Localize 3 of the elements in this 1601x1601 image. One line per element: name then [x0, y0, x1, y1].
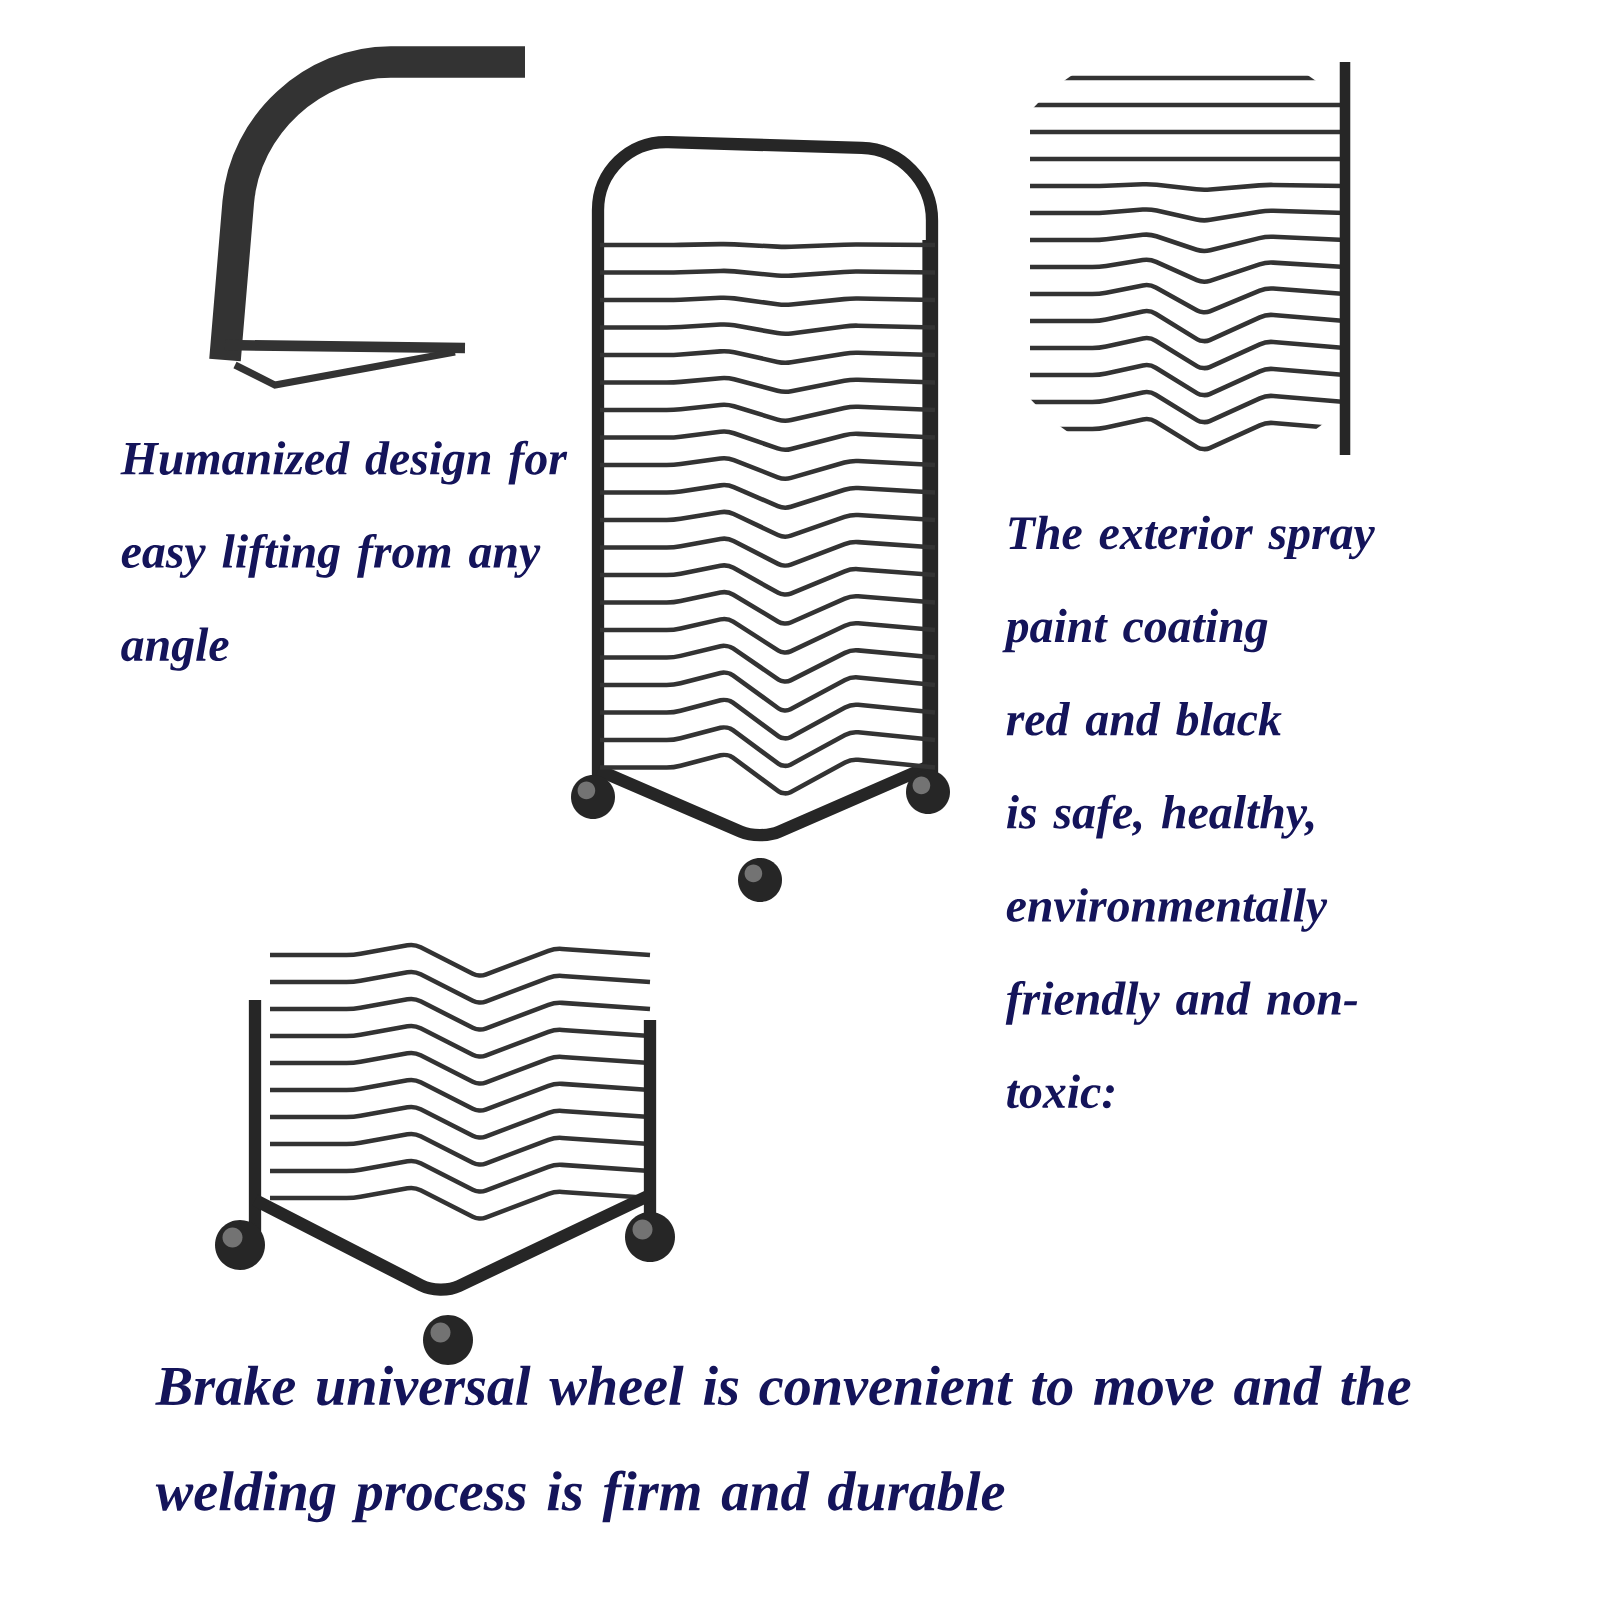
caption-text: The exterior spray paint coating red and black is safe, healthy, environmentally friendly and non-toxic:	[1002, 515, 1375, 1109]
caption-text: Humanized design for easy lifting from any angle	[120, 440, 568, 671]
caption-text: Brake universal wheel is convenient to move and the welding process is firm and durable	[155, 1365, 1411, 1523]
